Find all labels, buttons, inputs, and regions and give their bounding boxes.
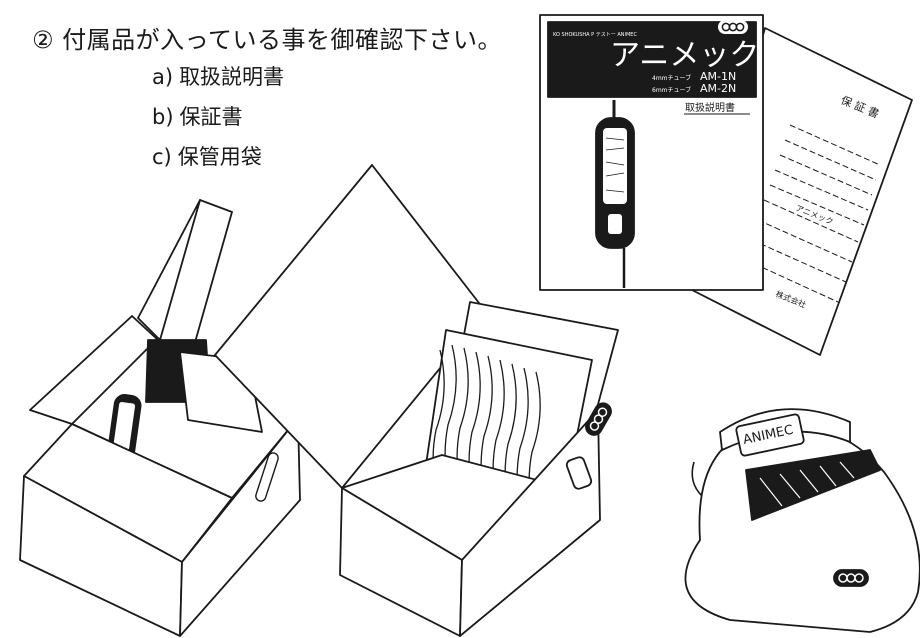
storage-box-middle: [214, 164, 619, 637]
step-marker: ②: [32, 26, 55, 54]
manual-booklet: KO SHOKUSHA P テストー ANIMEC アニメック 4mmチューブ …: [539, 14, 764, 291]
list-item-label: 保証書: [179, 105, 243, 129]
brand-logo-icon: [585, 402, 612, 436]
list-item-key: b): [152, 105, 174, 129]
device-image: [595, 100, 635, 288]
manual-caption: KO SHOKUSHA P テストー ANIMEC: [553, 32, 637, 38]
storage-pouch: ANIMEC: [684, 408, 920, 633]
list-item-key: c): [152, 145, 172, 169]
list-item-label: 取扱説明書: [179, 65, 285, 89]
list-item-label: 保管用袋: [177, 145, 262, 169]
brand-logo-icon: [718, 20, 748, 34]
manual-model2-prefix: 6mmチューブ: [652, 86, 691, 94]
manual-model2: AM-2N: [700, 82, 736, 95]
list-item: c)保管用袋: [152, 140, 284, 180]
manual-product-name: アニメック: [610, 38, 759, 73]
accessory-list: a)取扱説明書 b)保証書 c)保管用袋: [152, 60, 284, 180]
manual-model1-prefix: 4mmチューブ: [652, 74, 691, 82]
brand-logo-icon: [833, 569, 869, 587]
instruction-heading: ② 付属品が入っている事を御確認下さい。: [32, 20, 502, 55]
manual-model1: AM-1N: [700, 70, 736, 83]
list-item: b)保証書: [152, 100, 284, 140]
manual-doc-title: 取扱説明書: [685, 101, 735, 114]
instruction-text: 付属品が入っている事を御確認下さい。: [62, 26, 502, 54]
list-item: a)取扱説明書: [152, 60, 284, 100]
storage-box-left: [19, 199, 301, 637]
list-item-key: a): [152, 65, 174, 89]
